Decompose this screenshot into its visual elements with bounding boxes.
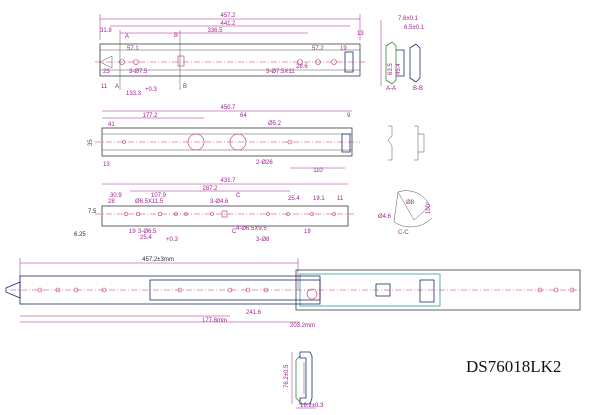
section-cc-hole: Ø4.6 (378, 214, 392, 220)
bot-span1: 287.2 (202, 186, 218, 192)
asm-stroke: 457.2±3mm (142, 257, 174, 263)
section-cc-hole2: Ø8 (406, 200, 415, 206)
bot-right-low: 19 (304, 229, 311, 235)
asm-ext3: 203.2mm (290, 323, 315, 329)
bot-lower1: 19 (129, 229, 136, 235)
top-end: 19 (340, 46, 347, 52)
mid-left: 41 (108, 122, 115, 128)
top-holes-right: 3-Ø7.5X11 (266, 69, 295, 75)
middle-view: 450.7 177.2 64 9 41 Ø5.2 2-Ø26 35 13 110 (88, 105, 360, 174)
mid-hole-label: Ø5.2 (268, 121, 282, 127)
section-aa-h1: 63.5 (388, 63, 394, 75)
section-aa-label: A-A (386, 86, 396, 92)
profile-view: 76.2±0.5 19.2±0.3 (284, 351, 324, 409)
asm-ext1: 177.8mm (202, 318, 227, 324)
mid-bottom-left: 13 (103, 162, 110, 168)
top-right-end: 13 (357, 31, 364, 37)
section-aa-width: 7.6±0.1 (398, 16, 419, 22)
top-hole1: 57.1 (127, 46, 139, 52)
mid-right: 9 (347, 113, 351, 119)
bot-left2: 28 (108, 199, 115, 205)
mid-span1: 177.2 (142, 113, 158, 119)
bot-overall: 431.7 (220, 178, 236, 184)
bot-tol: +0.3 (166, 237, 179, 243)
section-view-cc: Ø8 Ø4.6 100° C-C (378, 190, 433, 236)
bot-holes2: 3-Ø6.5 (138, 229, 157, 235)
top-view: 457.2 441.2 336.5 31.8 57.1 57.2 19 13 B… (95, 13, 365, 97)
mid-overall: 450.7 (220, 105, 236, 111)
top-overall: 457.2 (220, 13, 236, 19)
top-span: 336.5 (207, 28, 223, 34)
top-left-offset: 31.8 (100, 28, 112, 34)
assembly-view: 457.2±3mm 177.8mm 241.6 203.2mm (5, 257, 581, 329)
bot-right1: 25.4 (288, 196, 300, 202)
top-section-a: A (125, 34, 129, 40)
bot-span2: 107.9 (151, 193, 167, 199)
section-cc-label: C-C (398, 230, 409, 236)
bot-holes3: 3-Ø8 (256, 237, 270, 243)
top-height: 23 (103, 69, 110, 75)
asm-ext2: 241.6 (246, 310, 262, 316)
section-aa-h2: 45.4 (396, 63, 402, 75)
bot-section-c2: C (232, 229, 237, 235)
bot-right2: 19.1 (313, 196, 325, 202)
section-cc-angle: 100° (426, 201, 432, 214)
bot-lower2: 25.4 (140, 235, 152, 241)
bot-slot1: Ø6.5X11.5 (135, 199, 164, 205)
side-clip-views (387, 125, 425, 161)
bot-right3: 11 (337, 196, 344, 202)
section-bb-label: B-B (413, 86, 423, 92)
top-hole2: 57.2 (312, 46, 324, 52)
profile-height: 76.2±0.5 (284, 364, 290, 388)
top-inner: 441.2 (220, 21, 236, 27)
bot-height: 7.5 (88, 209, 97, 215)
section-bb-width: 6.5±0.1 (404, 25, 425, 31)
section-views-ab: 7.6±0.1 6.5±0.1 63.5 45.4 A-A B-B (380, 16, 425, 92)
bot-holes1: 3-Ø4.6 (210, 199, 229, 205)
mid-height: 35 (88, 139, 94, 146)
bot-left-side: 6.25 (74, 232, 86, 238)
top-section-b: B (174, 33, 178, 39)
bot-section-c: C (236, 193, 241, 199)
top-holes-left: 3-Ø7.5 (129, 69, 148, 75)
bot-left1: 30.9 (110, 193, 122, 199)
bottom-view: 431.7 287.2 107.9 30.9 28 Ø6.5X11.5 3-Ø4… (74, 178, 355, 243)
top-section-b2: B (183, 84, 187, 90)
mid-span2: 64 (240, 113, 247, 119)
model-number: DS76018LK2 (466, 357, 561, 376)
top-base-tol: +0.3 (145, 87, 158, 93)
top-pitch: 28.6 (296, 64, 308, 70)
mid-holes-label: 2-Ø26 (256, 160, 273, 166)
mid-bottom-right: 110 (313, 168, 323, 174)
profile-width: 19.2±0.3 (300, 403, 324, 409)
top-base: 133.3 (126, 91, 142, 97)
top-section-a2: A (115, 84, 119, 90)
bot-slot2: 4-Ø6.5X9.5 (236, 226, 267, 232)
top-slot-small: 11 (101, 84, 108, 90)
